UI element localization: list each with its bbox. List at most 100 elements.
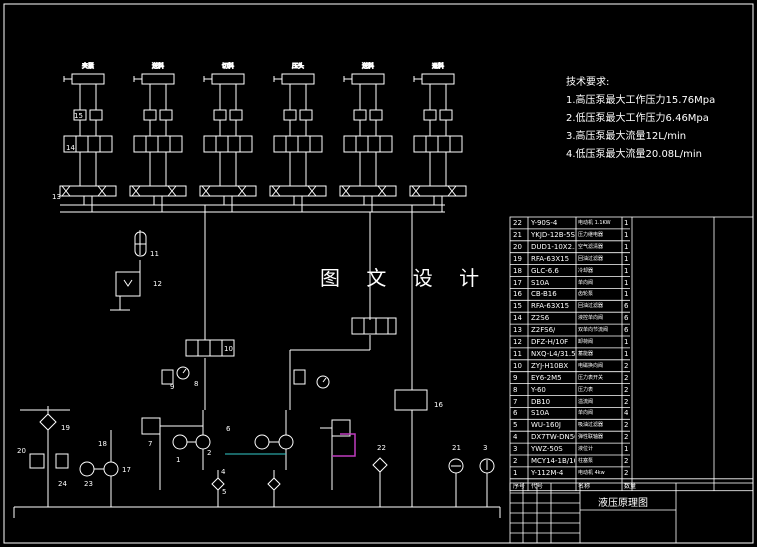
component-number: 4 — [221, 468, 226, 476]
table-cell-qty: 6 — [624, 302, 629, 311]
table-cell-no: 14 — [513, 314, 522, 323]
watermark-text: 图 文 设 计 — [320, 266, 490, 290]
tech-requirements-heading: 技术要求: — [566, 77, 610, 88]
table-cell-no: 15 — [513, 302, 522, 311]
table-cell-qty: 1 — [624, 349, 629, 358]
component-number: 11 — [150, 250, 159, 258]
table-cell-qty: 1 — [624, 338, 629, 346]
directional-valve-10 — [185, 339, 235, 357]
table-cell-qty: 1 — [624, 278, 629, 287]
table-cell-name: 压力表开关 — [578, 374, 604, 381]
technical-requirements: 技术要求: 1.高压泵最大工作压力15.76Mpa 2.低压泵最大工作压力6.4… — [566, 74, 715, 164]
component-number: 14 — [66, 144, 75, 152]
table-cell-code: WU-160J — [531, 421, 561, 430]
cylinder-label: 送料 — [152, 62, 164, 70]
component-number: 18 — [98, 440, 107, 448]
component-number: 13 — [52, 193, 61, 201]
table-cell-name: 压力表 — [578, 386, 594, 393]
table-cell-code: Y-90S-4 — [531, 219, 558, 227]
table-cell-code: DB10 — [531, 397, 551, 406]
table-cell-code: YWZ-50S — [531, 445, 563, 454]
component-number: 10 — [224, 345, 233, 353]
table-cell-qty: 2 — [624, 361, 629, 370]
table-cell-no: 11 — [513, 349, 522, 358]
table-header-name: 名称 — [578, 482, 591, 490]
table-header-code: 代号 — [531, 482, 544, 490]
actuator-branch: 退料 — [409, 62, 467, 212]
actuator-branch: 送料 — [129, 62, 187, 212]
actuator-branches: 夹紧送料切料压头送料退料 — [59, 62, 467, 212]
table-cell-no: 16 — [513, 290, 522, 299]
table-cell-qty: 2 — [624, 457, 629, 465]
tech-requirement-item: 2.低压泵最大工作压力6.46Mpa — [566, 113, 709, 124]
component-number: 5 — [222, 488, 227, 496]
table-cell-qty: 1 — [624, 242, 629, 251]
actuator-branch: 切料 — [199, 62, 257, 212]
table-cell-qty: 2 — [624, 433, 629, 442]
table-cell-name: 液控单向阀 — [578, 315, 604, 322]
table-cell-qty: 1 — [624, 219, 629, 227]
table-cell-no: 12 — [513, 338, 522, 346]
cylinder-label: 夹紧 — [82, 62, 94, 70]
component-number: 17 — [122, 466, 131, 474]
table-cell-no: 10 — [513, 361, 522, 370]
table-cell-name: 电磁换向阀 — [578, 362, 604, 369]
table-cell-no: 19 — [513, 254, 522, 263]
return-filter-assembly — [20, 406, 70, 507]
accumulator — [134, 231, 147, 257]
table-cell-name: 电动机 1.1KW — [578, 220, 611, 226]
table-cell-name: 弹性联轴器 — [578, 434, 604, 441]
table-cell-no: 5 — [513, 421, 518, 430]
parts-table-grid — [509, 216, 754, 492]
table-cell-code: GLC-6.6 — [531, 266, 559, 275]
table-cell-code: Y-60 — [531, 385, 546, 394]
table-cell-no: 6 — [513, 409, 518, 418]
component-number: 8 — [194, 380, 199, 388]
table-cell-no: 8 — [513, 385, 518, 394]
pressure-gauges — [161, 366, 330, 389]
table-cell-qty: 2 — [624, 397, 629, 406]
table-cell-name: 压力继电器 — [578, 231, 604, 238]
actuator-branch: 夹紧 — [59, 62, 117, 212]
table-cell-name: 蓄能器 — [578, 350, 594, 357]
component-number: 22 — [377, 444, 386, 452]
tech-requirement-item: 1.高压泵最大工作压力15.76Mpa — [566, 95, 716, 106]
table-cell-code: NXQ-L4/31.5-A — [531, 349, 575, 358]
table-cell-name: 溢流阀 — [578, 398, 594, 405]
table-cell-name: 柱塞泵 — [578, 458, 594, 464]
cylinder-label: 切料 — [222, 62, 234, 70]
table-cell-code: Z2S6 — [531, 314, 550, 323]
tech-requirement-item: 4.低压泵最大流量20.08L/min — [566, 149, 702, 160]
actuator-branch: 压头 — [269, 62, 327, 212]
table-cell-code: Y-112M-4 — [531, 468, 564, 477]
component-number: 12 — [153, 280, 162, 288]
cylinder-label: 压头 — [292, 62, 304, 70]
cooler — [394, 370, 428, 507]
table-cell-code: EY6-2M5 — [531, 373, 562, 382]
table-cell-no: 21 — [513, 230, 522, 239]
table-cell-qty: 4 — [624, 409, 629, 418]
table-cell-no: 9 — [513, 373, 518, 382]
table-cell-qty: 2 — [624, 385, 629, 394]
component-number: 15 — [74, 112, 83, 120]
table-cell-qty: 6 — [624, 314, 629, 323]
table-cell-code: YKJD-12B-5SB — [531, 230, 575, 239]
table-cell-code: RFA-63X15 — [531, 254, 570, 263]
table-cell-code: S10A — [531, 278, 550, 287]
title-block — [509, 482, 754, 544]
component-number: 6 — [226, 425, 231, 433]
component-number: 24 — [58, 480, 67, 488]
table-cell-name: 回油过滤器 — [578, 255, 604, 262]
table-cell-name: 液位计 — [578, 446, 594, 453]
component-number: 2 — [207, 449, 212, 457]
table-cell-qty: 1 — [624, 254, 629, 263]
table-cell-name: 吸油过滤器 — [578, 422, 604, 429]
component-number: 21 — [452, 444, 461, 452]
relief-valves — [141, 417, 351, 490]
table-cell-qty: 1 — [624, 266, 629, 275]
table-cell-name: 单向阀 — [578, 410, 594, 417]
table-cell-qty: 2 — [624, 421, 629, 430]
table-cell-no: 3 — [513, 445, 518, 454]
table-cell-code: ZYJ-H10BX — [531, 361, 569, 370]
table-cell-code: DUD1-10X2.5 — [531, 242, 575, 251]
